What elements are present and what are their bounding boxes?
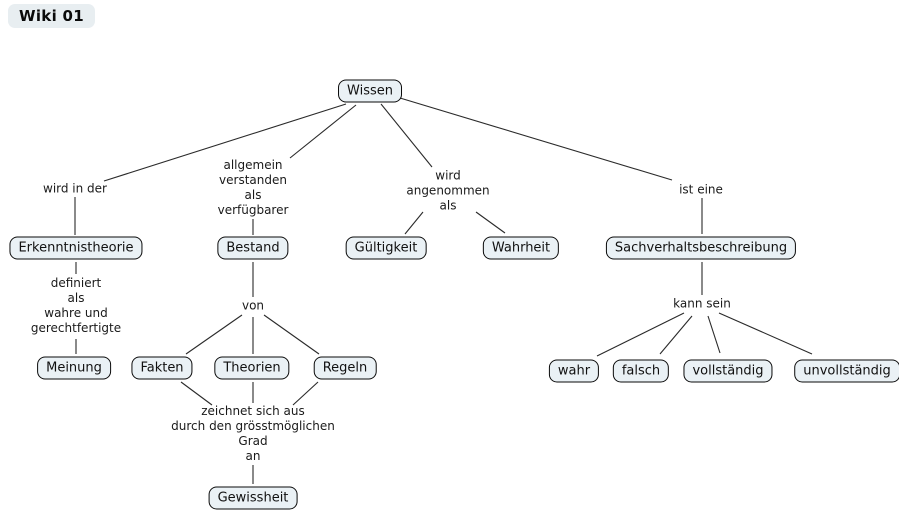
edge-wissen-wird-angenommen <box>380 103 433 168</box>
edge-wissen-allgemein <box>289 104 357 159</box>
edge-regeln-zeichnet <box>292 381 319 406</box>
edge-kann-sein-vollstaendig <box>707 315 721 354</box>
link-label-kann-sein[interactable]: kann sein <box>673 296 731 311</box>
edge-kann-sein-wahr <box>596 312 685 357</box>
concept-node-vollstaendig[interactable]: vollständig <box>683 359 773 383</box>
concept-node-wissen[interactable]: Wissen <box>338 79 402 103</box>
edge-kann-sein-unvollstaendig <box>718 312 813 355</box>
link-label-wird-angenommen[interactable]: wird angenommen als <box>406 168 490 213</box>
link-label-von[interactable]: von <box>241 298 265 313</box>
link-label-wird-in-der[interactable]: wird in der <box>43 181 107 196</box>
concept-node-erkenntnistheorie[interactable]: Erkenntnistheorie <box>9 236 143 260</box>
link-label-definiert-als[interactable]: definiert als wahre und gerechtfertigte <box>30 276 122 335</box>
concept-node-theorien[interactable]: Theorien <box>214 356 290 380</box>
edge-kann-sein-falsch <box>659 315 693 355</box>
edge-wird-angenommen-wahrheit <box>475 211 506 234</box>
concept-node-fakten[interactable]: Fakten <box>131 356 193 380</box>
link-label-ist-eine[interactable]: ist eine <box>679 182 723 197</box>
concept-node-wahr[interactable]: wahr <box>548 359 600 383</box>
edge-fakten-zeichnet <box>180 381 213 406</box>
link-label-zeichnet-sich-aus[interactable]: zeichnet sich aus durch den grösstmöglic… <box>171 404 335 463</box>
edge-wissen-wird-in-der <box>103 103 347 182</box>
concept-node-regeln[interactable]: Regeln <box>313 356 377 380</box>
concept-node-wahrheit[interactable]: Wahrheit <box>482 236 560 260</box>
concept-node-sachverhaltsbeschreibung[interactable]: Sachverhaltsbeschreibung <box>605 236 797 260</box>
edge-wird-angenommen-gueltigkeit <box>404 211 424 235</box>
link-label-allgemein-verstanden[interactable]: allgemein verstanden als verfügbarer <box>217 158 289 217</box>
concept-node-unvollstaendig[interactable]: unvollständig <box>794 359 899 383</box>
edge-wissen-ist-eine <box>399 97 673 181</box>
edge-von-regeln <box>263 314 320 355</box>
concept-node-meinung[interactable]: Meinung <box>37 356 111 380</box>
concept-node-gewissheit[interactable]: Gewissheit <box>208 486 298 510</box>
concept-node-gueltigkeit[interactable]: Gültigkeit <box>345 236 427 260</box>
concept-node-falsch[interactable]: falsch <box>612 359 670 383</box>
map-title[interactable]: Wiki 01 <box>8 4 96 28</box>
edge-von-fakten <box>185 314 243 355</box>
concept-node-bestand[interactable]: Bestand <box>217 236 289 260</box>
